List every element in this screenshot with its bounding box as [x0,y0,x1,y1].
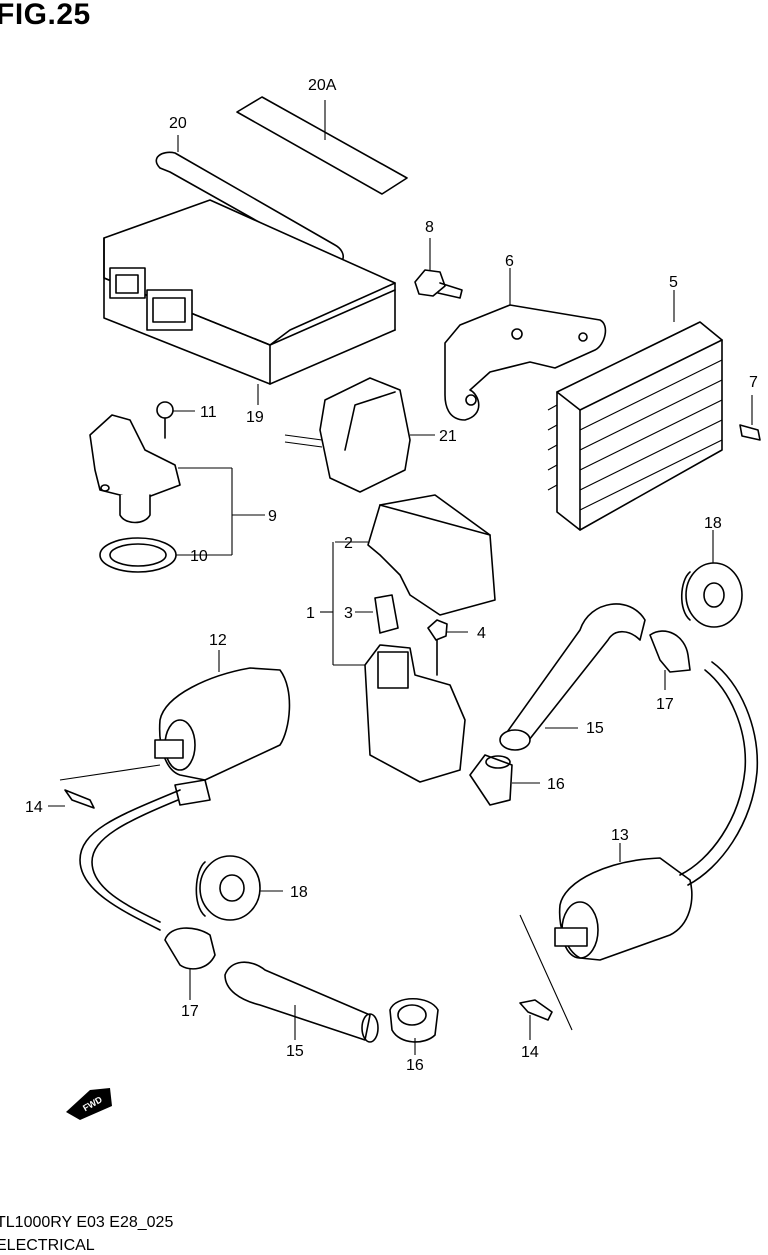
part-fuse-box-1[interactable] [320,542,466,783]
diagram-code: TL1000RY E03 E28_025 [0,1214,174,1231]
part-hose-15-upper[interactable] [499,603,646,751]
part-pad-20a[interactable] [236,96,408,195]
callout-11[interactable]: 11 [200,404,217,421]
part-regulator-5[interactable] [547,290,723,531]
part-joint-17-right[interactable] [649,630,691,690]
part-grommet-18-left[interactable] [195,855,283,921]
part-ignition-12[interactable] [154,650,291,806]
callout-18-left[interactable]: 18 [290,884,308,901]
callout-5[interactable]: 5 [669,274,678,291]
part-bolt-14-left[interactable] [48,764,161,809]
callout-16-upper[interactable]: 16 [547,776,565,793]
callout-9[interactable]: 9 [268,508,277,525]
callout-7[interactable]: 7 [749,374,758,391]
callout-20a[interactable]: 20A [308,77,337,94]
callout-8[interactable]: 8 [425,219,434,236]
callout-19[interactable]: 19 [246,409,264,426]
callout-17-left[interactable]: 17 [181,1003,199,1020]
part-bolt-8[interactable] [414,238,463,299]
callout-14-right[interactable]: 14 [521,1044,539,1061]
callout-3[interactable]: 3 [344,605,353,622]
part-tube-left [79,789,181,931]
callout-21[interactable]: 21 [439,428,457,445]
part-fuel-pump-13[interactable] [554,661,759,961]
callout-14-left[interactable]: 14 [25,799,43,816]
callout-13[interactable]: 13 [611,827,629,844]
part-hose-15-lower[interactable] [224,961,379,1043]
part-cover-2[interactable] [335,494,496,616]
part-sleeve-16-upper[interactable] [469,754,540,806]
callout-6[interactable]: 6 [505,253,514,270]
callout-10[interactable]: 10 [190,548,208,565]
callout-12[interactable]: 12 [209,632,227,649]
callout-15-upper[interactable]: 15 [586,720,604,737]
part-ecm-19[interactable] [103,199,396,405]
part-screw-11[interactable] [156,401,195,439]
callout-20[interactable]: 20 [169,115,187,132]
part-bolt-14-right[interactable] [519,914,573,1040]
callout-16-lower[interactable]: 16 [406,1057,424,1074]
part-grommet-18-right[interactable] [680,530,743,628]
figure-title: FIG.25 [0,0,91,31]
part-sleeve-16-lower[interactable] [389,998,439,1055]
part-washer-10[interactable] [99,537,232,573]
callout-17-right[interactable]: 17 [656,696,674,713]
diagram-section-name: ELECTRICAL [0,1237,95,1254]
part-screw-4[interactable] [427,619,468,676]
part-relay-21[interactable] [284,377,435,493]
part-sensor-9[interactable] [89,414,265,555]
callout-2[interactable]: 2 [344,535,353,552]
part-bracket-6[interactable] [444,268,607,421]
callout-1[interactable]: 1 [306,605,315,622]
callout-18-right[interactable]: 18 [704,515,722,532]
part-fuse-3[interactable] [355,594,399,634]
part-joint-17-left[interactable] [164,927,216,1000]
callout-4[interactable]: 4 [477,625,486,642]
fwd-arrow-badge: FWD [66,1088,112,1120]
callout-15-lower[interactable]: 15 [286,1043,304,1060]
part-screw-7[interactable] [739,395,761,441]
